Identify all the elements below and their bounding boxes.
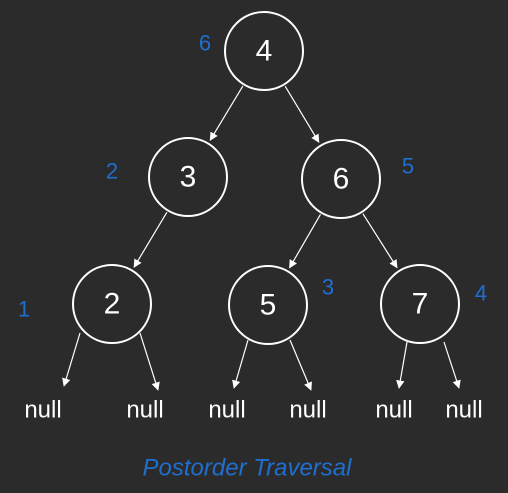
edges — [62, 85, 461, 391]
edge-n7-null6 — [443, 341, 461, 389]
traversal-order-3: 3 — [322, 275, 334, 300]
traversal-order-6: 6 — [199, 31, 211, 56]
node-value: 5 — [260, 289, 277, 322]
edge-n4-n6 — [284, 85, 320, 143]
null-leaf: null — [445, 397, 482, 424]
node-circle — [72, 264, 152, 344]
edge-n5-null3 — [232, 339, 249, 389]
node-value: 6 — [333, 163, 350, 196]
nodes: 4 3 6 2 5 7 — [72, 11, 460, 345]
node-circle — [228, 265, 308, 345]
node-value: 2 — [104, 288, 121, 321]
null-leaf: null — [24, 397, 61, 424]
edge-n4-n3 — [209, 85, 244, 141]
edge-n2-null1 — [62, 332, 81, 387]
edge-n7-null5 — [396, 341, 408, 389]
node-circle — [148, 137, 228, 217]
tree-node-2: 2 — [72, 264, 152, 344]
null-leaf: null — [375, 397, 412, 424]
tree-node-4: 4 — [224, 11, 304, 91]
edge-n3-n2 — [133, 211, 168, 268]
traversal-order-5: 5 — [402, 154, 414, 179]
edge-n6-n7 — [362, 213, 398, 269]
diagram-caption: Postorder Traversal — [143, 455, 353, 482]
node-circle — [380, 264, 460, 344]
edge-n6-n5 — [289, 214, 321, 269]
tree-node-6: 6 — [301, 139, 381, 219]
traversal-order-4: 4 — [475, 281, 487, 306]
traversal-order-1: 1 — [18, 297, 30, 322]
node-circle — [301, 139, 381, 219]
tree-node-5: 5 — [228, 265, 308, 345]
null-leaf: null — [289, 397, 326, 424]
node-value: 7 — [412, 288, 429, 321]
null-leaf: null — [208, 397, 245, 424]
null-leaf: null — [126, 397, 163, 424]
edge-n5-null4 — [289, 339, 312, 391]
tree-node-7: 7 — [380, 264, 460, 344]
traversal-order-labels: 6 2 5 1 3 4 — [18, 31, 487, 322]
traversal-order-2: 2 — [106, 159, 118, 184]
node-circle — [224, 11, 304, 91]
node-value: 3 — [180, 161, 197, 194]
node-value: 4 — [256, 35, 273, 68]
tree-node-3: 3 — [148, 137, 228, 217]
edge-n2-null2 — [139, 332, 160, 391]
null-leaves: null null null null null null — [24, 397, 482, 424]
